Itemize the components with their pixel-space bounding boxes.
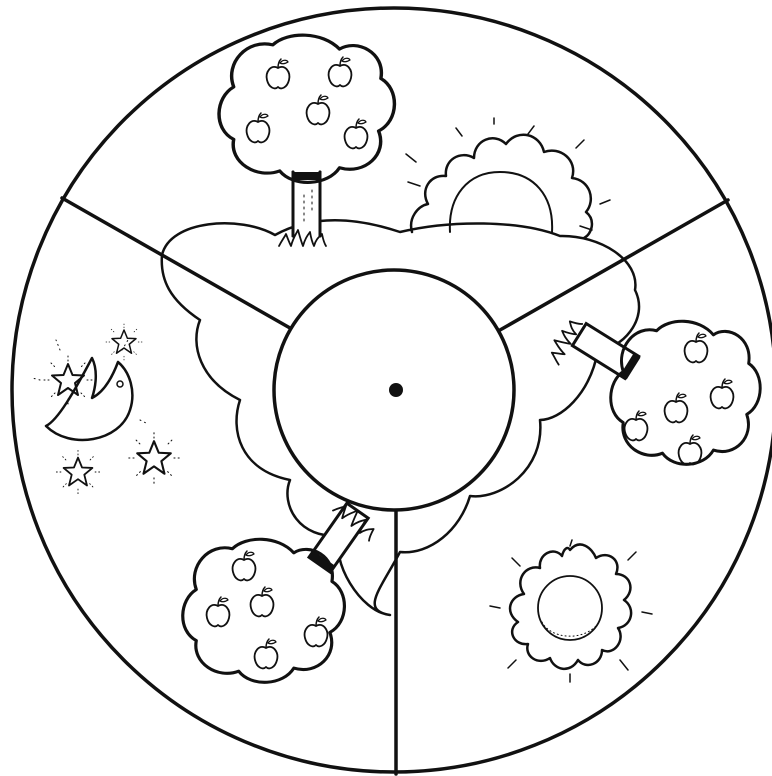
rising-sun-top <box>406 118 610 238</box>
hub-pin[interactable] <box>389 383 403 397</box>
night-stars <box>44 324 179 494</box>
top-apple-tree <box>219 35 394 246</box>
spoke-left <box>62 198 290 328</box>
bottom-right-sun <box>490 540 652 682</box>
bottom-left-apple-tree <box>183 498 380 682</box>
night-moon <box>32 340 148 440</box>
right-apple-tree <box>545 316 760 464</box>
spoke-right <box>500 200 728 330</box>
